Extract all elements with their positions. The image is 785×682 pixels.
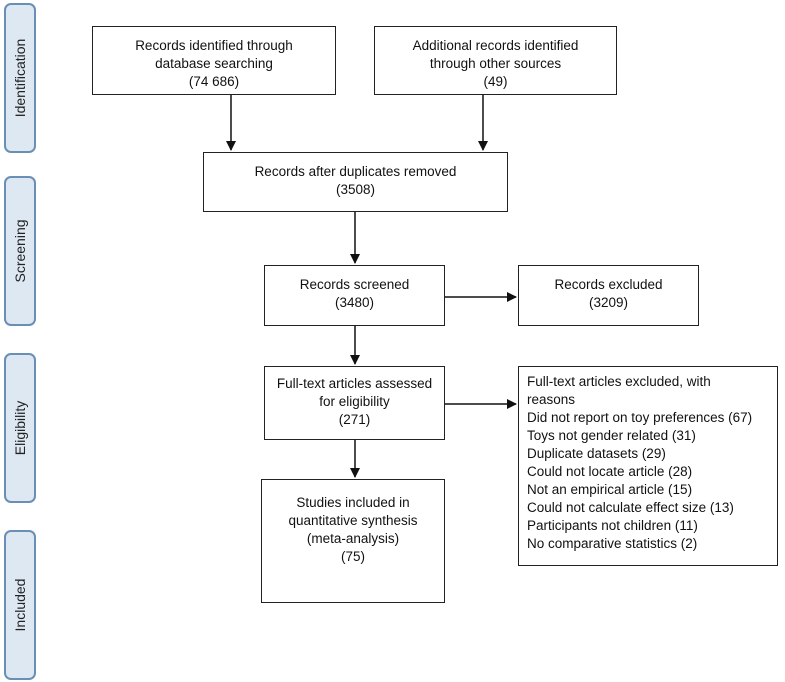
box-fulltext-assessed: Full-text articles assessed for eligibil…	[264, 366, 445, 440]
box-fulltext-excluded-line-9: Participants not children (11)	[527, 518, 698, 533]
box-other-line-3: (49)	[483, 74, 508, 89]
box-duplicates-removed: Records after duplicates removed (3508)	[203, 152, 508, 212]
box-database-line-1: Records identified through	[135, 38, 293, 53]
box-fulltext-excluded-line-7: Not an empirical article (15)	[527, 482, 693, 497]
box-included-line-1: Studies included in	[296, 495, 410, 510]
box-database-line-2: database searching	[155, 56, 273, 71]
box-fulltext-excluded-line-5: Duplicate datasets (29)	[527, 446, 666, 461]
box-records-screened: Records screened (3480)	[264, 265, 445, 326]
box-fulltext-excluded-line-6: Could not locate article (28)	[527, 464, 693, 479]
box-excluded-line-1: Records excluded	[554, 277, 663, 292]
box-records-excluded: Records excluded (3209)	[518, 265, 699, 326]
box-screened-line-1: Records screened	[299, 277, 410, 292]
box-database-line-3: (74 686)	[188, 74, 240, 89]
box-fulltext-excluded-line-8: Could not calculate effect size (13)	[527, 500, 734, 515]
box-included-line-2: quantitative synthesis	[288, 513, 418, 528]
box-other-line-1: Additional records identified	[412, 38, 579, 53]
box-fulltext-line-2: for eligibility	[319, 394, 390, 409]
box-fulltext-line-3: (271)	[338, 412, 371, 427]
box-fulltext-line-1: Full-text articles assessed	[276, 376, 433, 391]
box-other-line-2: through other sources	[429, 56, 562, 71]
box-other-records: Additional records identified through ot…	[374, 26, 617, 95]
box-duplicates-line-1: Records after duplicates removed	[254, 164, 457, 179]
box-included-line-3: (meta-analysis)	[306, 531, 400, 546]
box-included-line-4: (75)	[340, 549, 365, 564]
phase-screening: Screening	[4, 176, 36, 326]
box-fulltext-excluded-line-3: Did not report on toy preferences (67)	[527, 410, 753, 425]
box-fulltext-excluded: Full-text articles excluded, with reason…	[518, 366, 778, 566]
box-fulltext-excluded-line-4: Toys not gender related (31)	[527, 428, 696, 443]
phase-eligibility: Eligibility	[4, 353, 36, 503]
phase-included: Included	[4, 530, 36, 680]
phase-identification: Identification	[4, 3, 36, 153]
box-fulltext-excluded-line-10: No comparative statistics (2)	[527, 536, 698, 551]
box-database-records: Records identified through database sear…	[92, 26, 336, 95]
box-fulltext-excluded-line-2: reasons	[527, 392, 576, 407]
box-screened-line-2: (3480)	[334, 295, 375, 310]
box-excluded-line-2: (3209)	[588, 295, 629, 310]
box-fulltext-excluded-line-1: Full-text articles excluded, with	[527, 374, 711, 389]
box-duplicates-line-2: (3508)	[335, 182, 376, 197]
box-studies-included: Studies included in quantitative synthes…	[261, 479, 445, 603]
